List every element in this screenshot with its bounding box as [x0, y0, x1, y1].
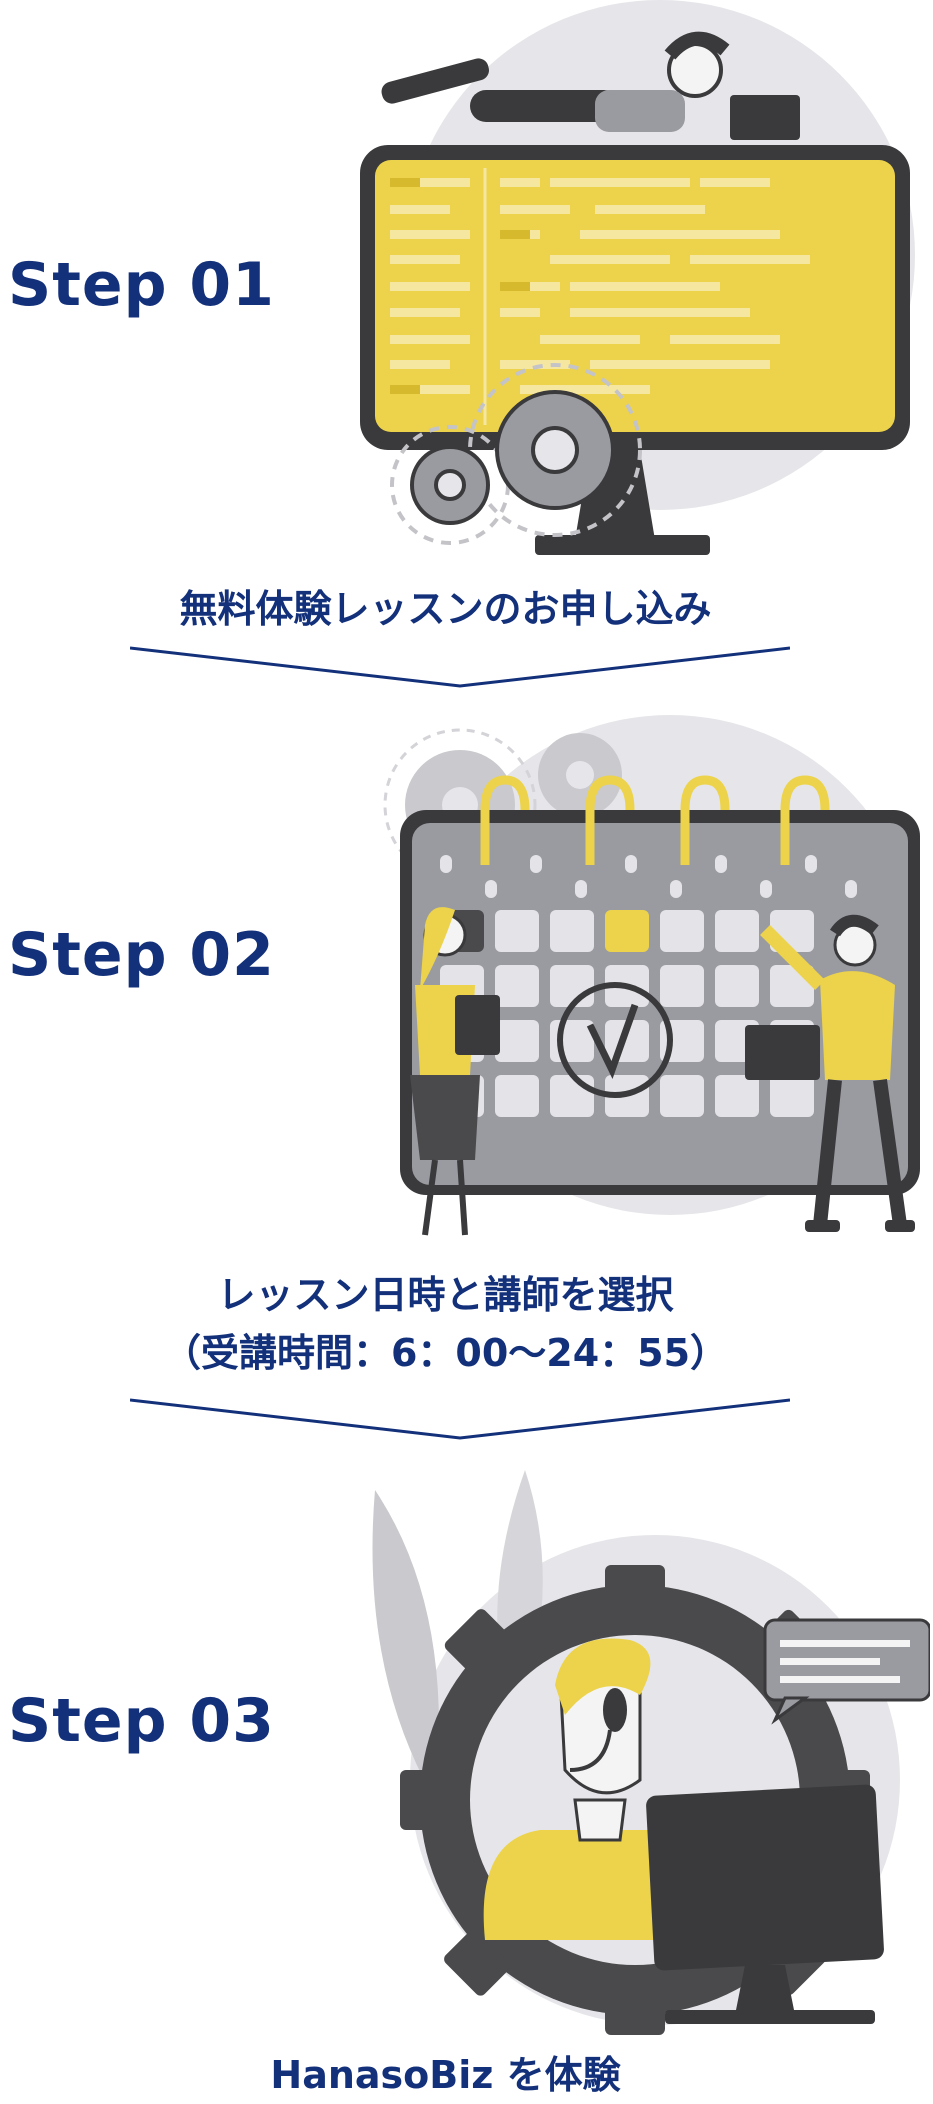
step-divider-02 [130, 1398, 790, 1440]
step-02-label: Step 02 [8, 920, 275, 990]
step-01-label: Step 01 [8, 250, 275, 320]
calendar-meeting-illustration [383, 715, 920, 1236]
step-02-caption: レッスン日時と講師を選択 [217, 1273, 674, 1317]
step-01-caption: 無料体験レッスンのお申し込み [179, 587, 712, 631]
step-divider-01 [130, 646, 790, 688]
step-02-sub-caption: （受講時間：6：00～24：55） [162, 1331, 729, 1375]
step-03-label: Step 03 [8, 1686, 275, 1756]
monitor-code-gears-illustration [360, 0, 915, 555]
call-center-agent-illustration [372, 1470, 930, 2035]
step-03-caption: HanasoBiz を体験 [270, 2053, 621, 2097]
